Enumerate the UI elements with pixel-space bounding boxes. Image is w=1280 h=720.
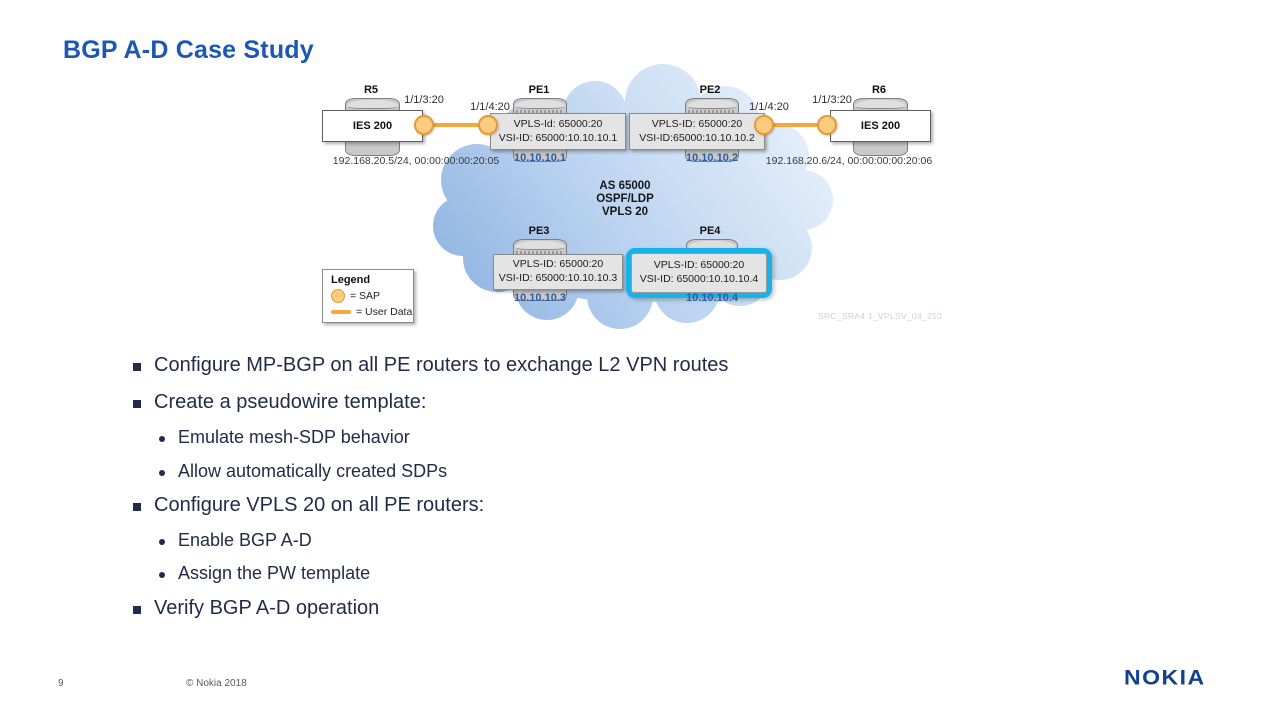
sub-bullet-item: Enable BGP A-D — [159, 530, 312, 551]
bullet-text: Configure VPLS 20 on all PE routers: — [154, 494, 485, 516]
r5-service-label: IES 200 — [352, 120, 393, 132]
pe3-vpls-id: VPLS-ID: 65000:20 — [512, 258, 604, 271]
pe4-vsi-id: VSI-ID: 65000:10.10.10.4 — [639, 273, 759, 285]
sub-bullet-item: Assign the PW template — [159, 563, 370, 584]
bullet-dot-icon — [159, 469, 165, 476]
user-data-line-icon — [331, 310, 351, 314]
pe2-ip-label: 10.10.10.2 — [686, 152, 738, 164]
bullet-dot-icon — [159, 571, 165, 578]
pe1-vpls-box: VPLS-Id: 65000:20 VSI-ID: 65000:10.10.10… — [490, 113, 626, 150]
bullet-text: Emulate mesh-SDP behavior — [178, 427, 410, 447]
vpls-label: VPLS 20 — [601, 206, 649, 218]
legend-user-data-label: = User Data — [356, 306, 413, 318]
sap-icon — [331, 289, 345, 303]
router-name-pe2: PE2 — [699, 84, 721, 96]
pe3-vpls-box: VPLS-ID: 65000:20 VSI-ID: 65000:10.10.10… — [493, 254, 623, 290]
page-title: BGP A-D Case Study — [63, 36, 314, 64]
router-name-r5: R5 — [363, 84, 379, 96]
pe3-vsi-id: VSI-ID: 65000:10.10.10.3 — [498, 272, 618, 284]
sap-icon — [414, 115, 434, 135]
bullet-text: Create a pseudowire template: — [154, 391, 427, 413]
r6-service-box: IES 200 — [830, 110, 931, 142]
pe3-ip-label: 10.10.10.3 — [514, 292, 566, 304]
bullet-text: Configure MP-BGP on all PE routers to ex… — [154, 354, 729, 376]
pe4-vpls-box: VPLS-ID: 65000:20 VSI-ID: 65000:10.10.10… — [631, 253, 767, 293]
pe4-vpls-id: VPLS-ID: 65000:20 — [653, 259, 745, 272]
bullet-square-icon — [133, 502, 141, 511]
pe2-port-label: 1/1/4:20 — [749, 101, 789, 113]
bullet-square-icon — [133, 362, 141, 371]
legend-title: Legend — [331, 274, 371, 286]
r5-service-box: IES 200 — [322, 110, 423, 142]
pe1-vsi-id: VSI-ID: 65000:10.10.10.1 — [498, 131, 618, 144]
bullet-square-icon — [133, 605, 141, 614]
pe4-ip-label: 10.10.10.4 — [686, 292, 738, 304]
legend: Legend = SAP = User Data — [322, 269, 414, 323]
user-data-link — [424, 123, 489, 127]
sap-icon — [754, 115, 774, 135]
r5-address-label: 192.168.20.5/24, 00:00:00:00:20:05 — [332, 155, 500, 167]
page-number: 9 — [58, 678, 64, 689]
bullet-item: Verify BGP A-D operation — [133, 597, 379, 620]
as-label: AS 65000 — [599, 180, 651, 192]
pe2-vsi-id: VSI-ID:65000:10.10.10.2 — [639, 131, 755, 144]
pe1-port-label: 1/1/4:20 — [470, 101, 510, 113]
pe1-vpls-id: VPLS-Id: 65000:20 — [513, 117, 603, 130]
router-name-pe4: PE4 — [699, 225, 721, 237]
bullet-dot-icon — [159, 538, 165, 545]
sub-bullet-item: Emulate mesh-SDP behavior — [159, 427, 410, 448]
pe2-vpls-id: VPLS-ID: 65000:20 — [651, 117, 743, 130]
sap-icon — [478, 115, 498, 135]
pe2-vpls-box: VPLS-ID: 65000:20 VSI-ID:65000:10.10.10.… — [629, 113, 765, 150]
bullet-item: Configure VPLS 20 on all PE routers: — [133, 494, 484, 517]
sub-bullet-item: Allow automatically created SDPs — [159, 461, 447, 482]
legend-sap-label: = SAP — [350, 290, 381, 302]
watermark: SRC_SRA4 1_VPLSV_04_250 — [818, 311, 943, 321]
bullet-text: Assign the PW template — [178, 563, 371, 583]
router-name-pe1: PE1 — [528, 84, 550, 96]
r6-service-label: IES 200 — [860, 120, 901, 132]
r6-address-label: 192.168.20.6/24, 00:00:00:00:20:06 — [765, 155, 933, 167]
bullet-item: Create a pseudowire template: — [133, 391, 426, 414]
bullet-text: Verify BGP A-D operation — [154, 597, 380, 619]
router-name-r6: R6 — [871, 84, 887, 96]
user-data-link — [764, 123, 828, 127]
pe1-ip-label: 10.10.10.1 — [514, 152, 566, 164]
igp-label: OSPF/LDP — [596, 193, 654, 205]
bullet-text: Allow automatically created SDPs — [178, 461, 448, 481]
pe4-highlight-box: VPLS-ID: 65000:20 VSI-ID: 65000:10.10.10… — [626, 248, 772, 298]
bullet-square-icon — [133, 399, 141, 408]
r5-port-label: 1/1/3:20 — [404, 94, 444, 106]
bullet-text: Enable BGP A-D — [178, 530, 312, 550]
router-name-pe3: PE3 — [528, 225, 550, 237]
copyright-notice: © Nokia 2018 — [186, 678, 247, 689]
nokia-logo: NOKIA — [1124, 665, 1206, 689]
sap-icon — [817, 115, 837, 135]
r6-port-label: 1/1/3:20 — [812, 94, 852, 106]
bullet-dot-icon — [159, 435, 165, 442]
bullet-item: Configure MP-BGP on all PE routers to ex… — [133, 354, 728, 377]
